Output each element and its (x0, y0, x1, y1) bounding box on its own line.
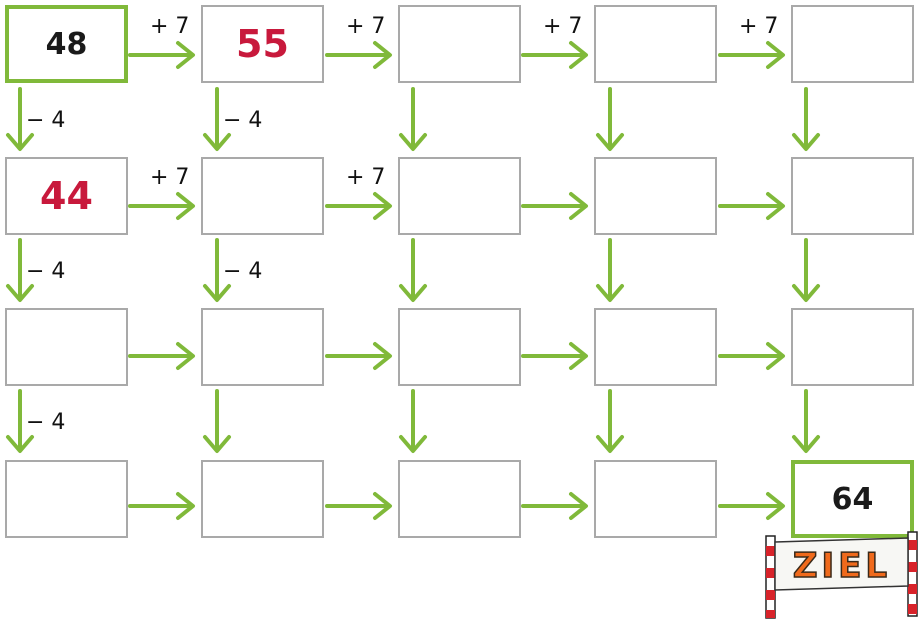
arrow-down-icon (794, 391, 818, 451)
arrow-right-icon (327, 43, 390, 67)
op-minus-label: − 4 (26, 259, 65, 284)
arrow-down-icon (401, 89, 425, 149)
arrow-right-icon (327, 494, 390, 518)
arrow-right-icon (523, 344, 586, 368)
arrow-down-icon (794, 240, 818, 300)
arrow-right-icon (327, 344, 390, 368)
arrow-down-icon (598, 391, 622, 451)
arrow-right-icon (130, 43, 193, 67)
left-pole (766, 536, 775, 618)
finish-banner: ZIEL (760, 528, 922, 620)
op-plus-label: + 7 (543, 14, 582, 39)
op-plus-label: + 7 (739, 14, 778, 39)
arrow-right-icon (720, 344, 783, 368)
op-plus-label: + 7 (150, 14, 189, 39)
op-plus-label: + 7 (346, 165, 385, 190)
arrow-right-icon (130, 344, 193, 368)
arrow-right-icon (327, 194, 390, 218)
op-minus-label: − 4 (26, 410, 65, 435)
op-plus-label: + 7 (346, 14, 385, 39)
op-minus-label: − 4 (26, 108, 65, 133)
arrow-right-icon (720, 43, 783, 67)
arrow-right-icon (523, 194, 586, 218)
arrow-down-icon (794, 89, 818, 149)
arrow-down-icon (401, 391, 425, 451)
arrow-right-icon (523, 494, 586, 518)
arrow-right-icon (720, 494, 783, 518)
op-minus-label: − 4 (223, 108, 262, 133)
arrow-right-icon (130, 494, 193, 518)
banner-text: ZIEL (793, 546, 891, 586)
op-minus-label: − 4 (223, 259, 262, 284)
arrow-down-icon (401, 240, 425, 300)
arrow-right-icon (130, 194, 193, 218)
arrow-right-icon (523, 43, 586, 67)
arrow-down-icon (598, 240, 622, 300)
right-pole (908, 532, 917, 616)
op-plus-label: + 7 (150, 165, 189, 190)
arrow-right-icon (720, 194, 783, 218)
arrow-down-icon (205, 391, 229, 451)
arrow-down-icon (598, 89, 622, 149)
